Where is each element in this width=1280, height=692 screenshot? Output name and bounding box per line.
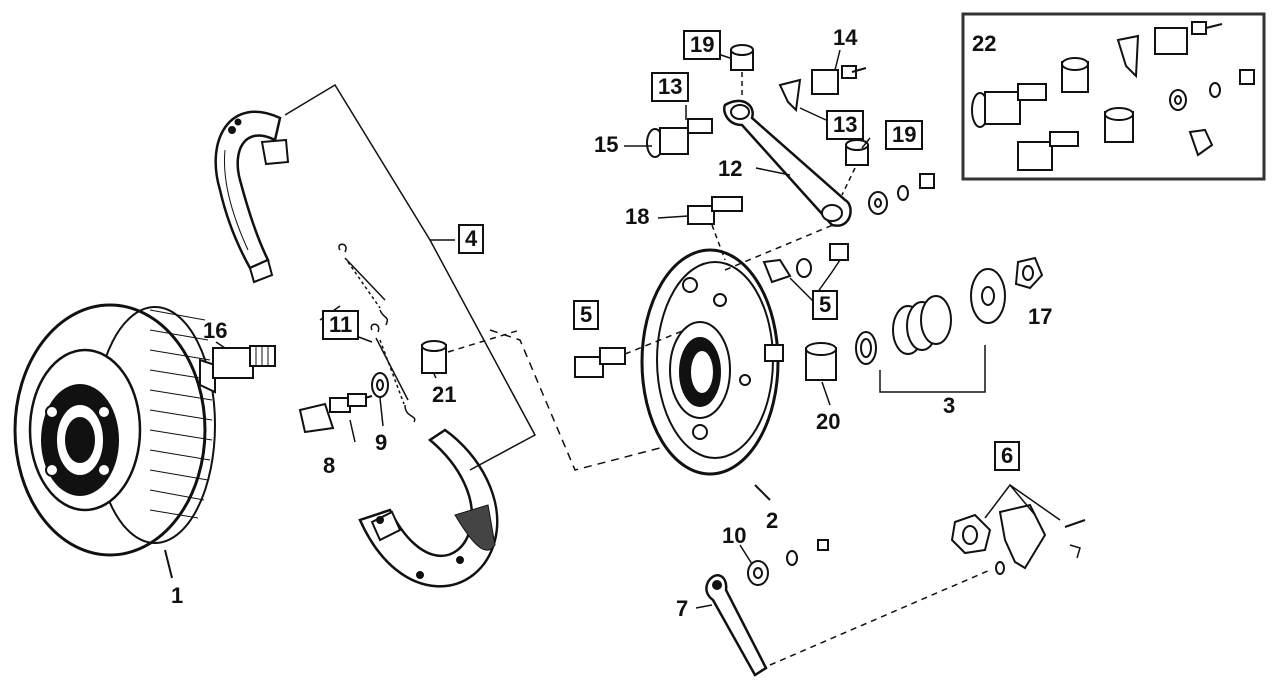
- callout-18: 18: [625, 204, 650, 229]
- callout-3: 3: [943, 393, 956, 418]
- dashed-leader-backplate: [489, 329, 661, 471]
- grease-nipple-14: [811, 65, 867, 95]
- washers-10: [747, 539, 829, 586]
- clip-13: [778, 78, 802, 113]
- hub-nut-17: [1014, 256, 1044, 290]
- bush-19-right: [841, 139, 869, 196]
- callout-17: 17: [1028, 304, 1053, 329]
- callout-13-right: 13: [826, 110, 865, 140]
- callout-6: 6: [994, 441, 1021, 471]
- callout-15: 15: [594, 132, 619, 157]
- brake-shoe-upper: [214, 110, 290, 284]
- callout-leaders: [215, 49, 871, 609]
- callout-10: 10: [722, 523, 747, 548]
- operating-lever-7: [705, 569, 991, 677]
- callout-5-left: 5: [573, 300, 600, 330]
- bush-21: [421, 340, 447, 374]
- callout-2: 2: [766, 508, 779, 533]
- spacer-20: [805, 342, 837, 381]
- callout-1: 1: [171, 583, 184, 608]
- adjuster-wedge: [298, 393, 373, 434]
- callout-4: 4: [458, 224, 485, 254]
- plate-washers-5: [724, 221, 849, 302]
- kit-inset-box: [961, 12, 1266, 181]
- callout-7: 7: [676, 596, 689, 621]
- bush-19-top: [730, 44, 754, 98]
- brake-drum: [13, 303, 216, 579]
- clevis-6: [950, 483, 1086, 575]
- bleed-bolt-18: [687, 196, 743, 261]
- seal-set: [855, 268, 1006, 393]
- callout-19-right: 19: [885, 120, 924, 150]
- callout-11: 11: [322, 310, 360, 340]
- brake-shoe-lower: [358, 428, 499, 588]
- backplate: [640, 248, 784, 501]
- washers-lever-end: [868, 173, 935, 215]
- washer-9: [371, 372, 389, 398]
- callout-8: 8: [323, 453, 336, 478]
- return-spring-upper: [338, 243, 389, 326]
- callout-5-right: 5: [812, 290, 839, 320]
- callout-22: 22: [972, 31, 997, 56]
- callout-16: 16: [203, 318, 228, 343]
- bolt-5-left: [574, 329, 686, 378]
- callout-20: 20: [816, 409, 841, 434]
- lever-arm: [723, 99, 852, 227]
- pivot-bolt-15: [646, 118, 713, 158]
- return-spring-lower: [370, 323, 416, 423]
- callout-12: 12: [718, 156, 743, 181]
- callout-4-bracket: [284, 83, 537, 471]
- wheel-stud: [199, 345, 276, 394]
- callout-9: 9: [375, 430, 388, 455]
- callout-14: 14: [833, 25, 858, 50]
- callout-19-top: 19: [683, 30, 722, 60]
- callout-13-left: 13: [651, 72, 690, 102]
- callout-21: 21: [432, 382, 457, 407]
- kit-parts: [971, 21, 1255, 171]
